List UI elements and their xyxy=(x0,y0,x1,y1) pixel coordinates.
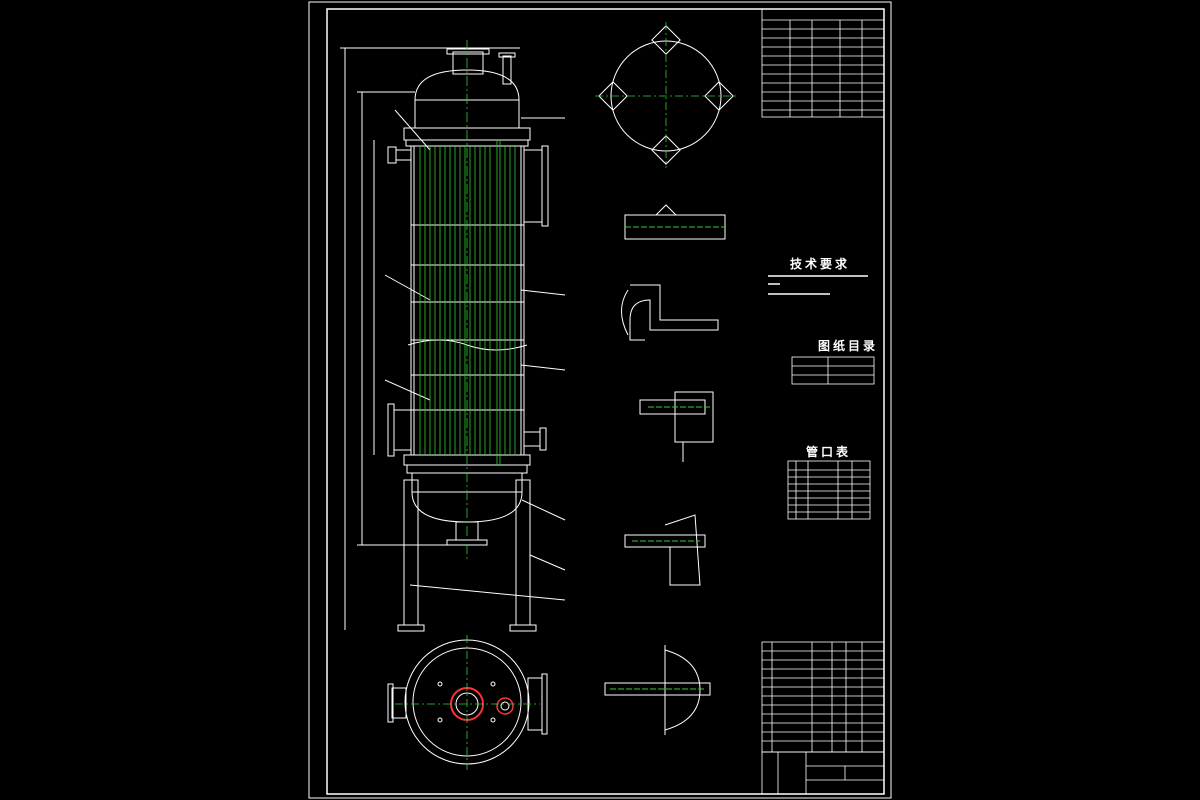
technical-requirements-heading: 技术要求 xyxy=(790,256,850,271)
bottom-plan-centerlines xyxy=(395,635,540,770)
weld-detail-1 xyxy=(624,204,726,240)
inner-drawing-frame xyxy=(326,8,885,795)
weld-detail-2 xyxy=(621,284,719,341)
tube-bundle xyxy=(419,140,516,465)
drawing-list-heading: 图纸目录 xyxy=(818,338,878,353)
nozzle-table-heading: 管口表 xyxy=(806,444,851,459)
weld-detail-4 xyxy=(624,514,706,586)
nozzle-table xyxy=(787,460,871,520)
outer-sheet-border xyxy=(308,1,892,799)
technical-requirements-notes xyxy=(768,275,868,295)
parts-list-table xyxy=(761,641,885,753)
weld-detail-3 xyxy=(639,391,714,462)
weld-detail-5 xyxy=(604,645,711,735)
design-data-table xyxy=(761,8,885,118)
drawing-list-table xyxy=(791,356,875,385)
vessel-elevation-view xyxy=(340,47,566,632)
bottom-plan-view xyxy=(387,639,548,765)
title-block xyxy=(761,751,885,795)
nozzle-orientation-plan xyxy=(598,25,734,165)
plan-centerlines xyxy=(595,22,737,168)
